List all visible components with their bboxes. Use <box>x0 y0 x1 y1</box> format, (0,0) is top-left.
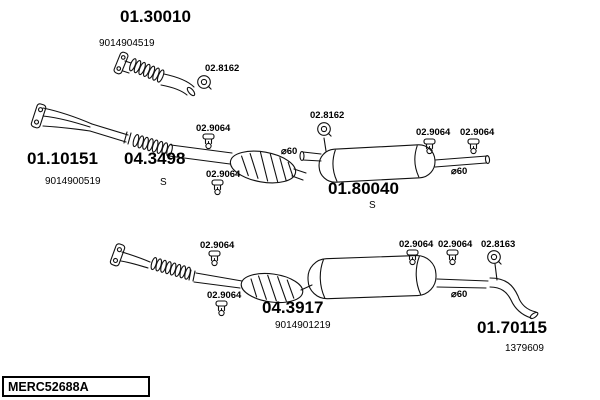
clamp-label: 02.9064 <box>206 169 241 180</box>
hanger-label: 02.8162 <box>310 110 345 121</box>
part-number-label: 01.30010 <box>120 7 191 26</box>
catalog-code-label: MERC52688A <box>8 379 89 394</box>
catalyst-drawing <box>228 146 298 187</box>
hanger-label: 02.8163 <box>481 239 516 250</box>
clamp-icon <box>406 249 419 266</box>
flex-pipe-drawing <box>113 51 196 97</box>
part-number-label: 04.3917 <box>262 298 324 317</box>
catalyst-outlet <box>292 169 306 180</box>
clamp-icon <box>215 300 228 317</box>
bottom-front-pipe-drawing <box>110 243 242 288</box>
oem-number-label: 9014901219 <box>275 320 331 331</box>
front-pipe-drawing <box>31 103 232 164</box>
clamp-icon <box>208 250 221 267</box>
clamp-label: 02.9064 <box>416 127 451 138</box>
diameter-label: ⌀60 <box>451 166 468 177</box>
clamp-label: 02.9064 <box>460 127 495 138</box>
part-number-label: 01.70115 <box>477 318 547 337</box>
middle-muffler-drawing <box>300 138 490 183</box>
clamp-label: 02.9064 <box>196 123 231 134</box>
clamp-icon <box>202 133 215 150</box>
clamp-label: 02.8162 <box>205 63 240 74</box>
clamp-label: 02.9064 <box>200 240 235 251</box>
part-number-label: 04.3498 <box>124 149 186 168</box>
variant-label: S <box>369 200 376 211</box>
oem-number-label: 9014900519 <box>45 176 101 187</box>
clamp-label: 02.9064 <box>207 290 242 301</box>
part-number-label: 01.10151 <box>27 149 98 168</box>
oem-number-label: 1379609 <box>505 343 544 354</box>
hanger-ring-icon <box>487 250 502 265</box>
clamp-label: 02.9064 <box>399 239 434 250</box>
catalog-code-box: MERC52688A <box>2 376 150 397</box>
bottom-muffler-drawing <box>239 255 488 306</box>
clamp-icon <box>446 249 459 266</box>
tail-pipe-drawing <box>490 264 539 320</box>
clamp-label: 02.9064 <box>438 239 473 250</box>
hanger-ring-icon <box>197 75 212 90</box>
diameter-label: ⌀60 <box>451 289 468 300</box>
hanger-ring-icon <box>317 122 332 137</box>
oem-number-label: 9014904519 <box>99 38 155 49</box>
diameter-label: ⌀60 <box>281 146 298 157</box>
part-number-label: 01.80040 <box>328 179 399 198</box>
variant-label: S <box>160 177 167 188</box>
clamp-icon <box>467 138 480 155</box>
clamp-icon <box>211 179 224 196</box>
